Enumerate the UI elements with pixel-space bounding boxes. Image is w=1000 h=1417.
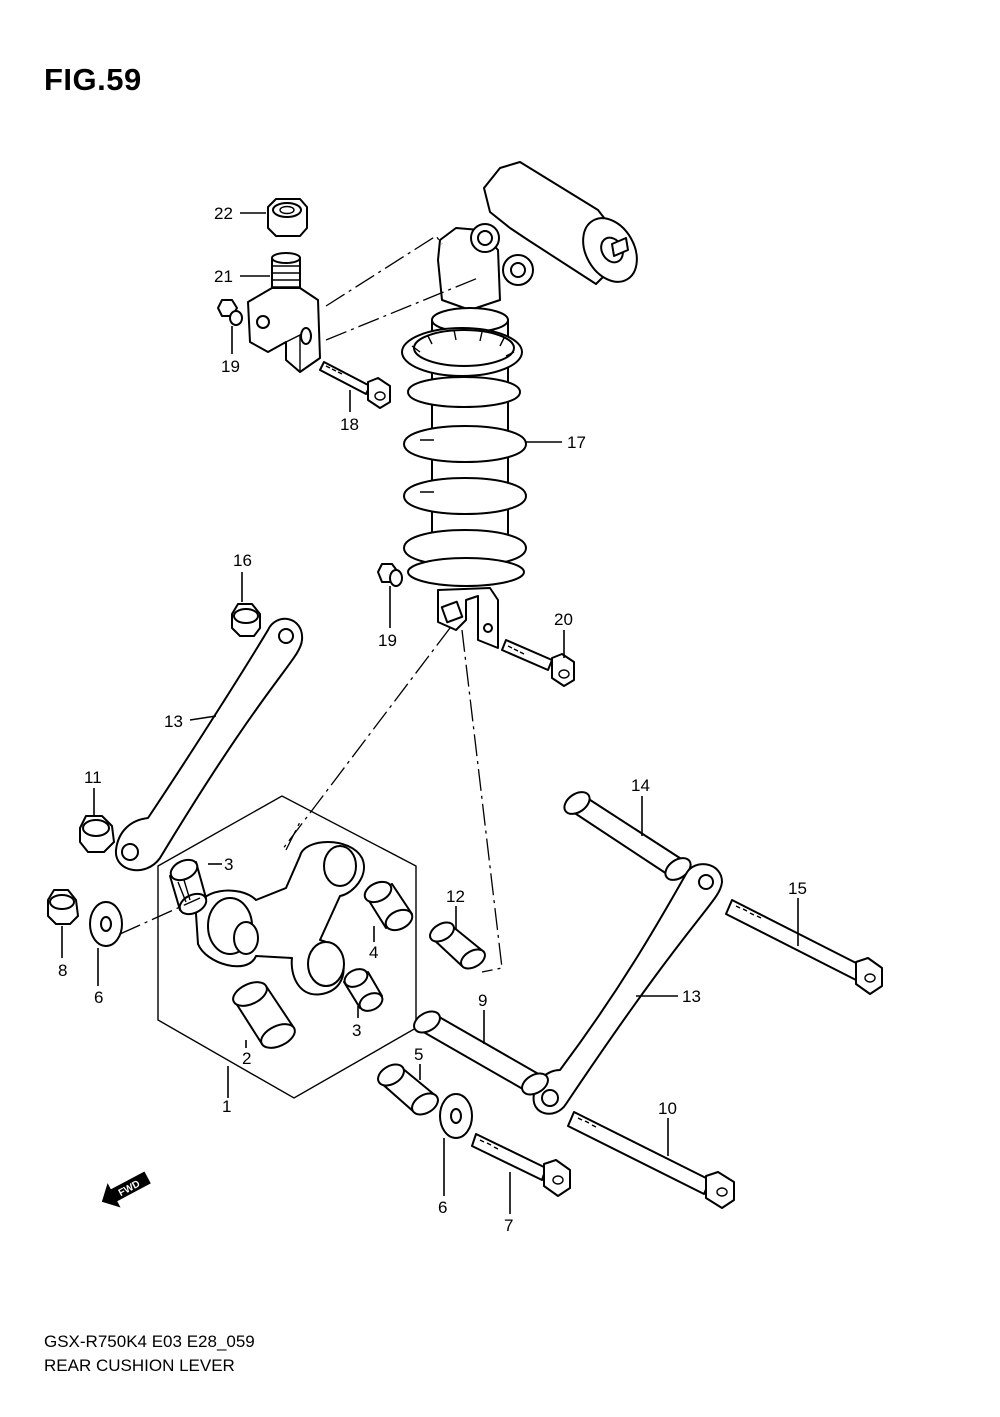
callout-17: 17 — [567, 433, 586, 452]
callout-20: 20 — [554, 610, 573, 629]
callout-9: 9 — [478, 991, 487, 1010]
part-13-link-rod-left[interactable] — [114, 617, 304, 872]
part-19-bolt-upper[interactable] — [217, 299, 243, 326]
part-5-spacer[interactable] — [374, 1060, 441, 1119]
part-4-bearing[interactable] — [362, 878, 416, 934]
callout-14: 14 — [631, 776, 650, 795]
callout-21: 21 — [214, 267, 233, 286]
callout-8: 8 — [58, 961, 67, 980]
callout-3-upper: 3 — [224, 855, 233, 874]
fwd-arrow-icon: FWD — [101, 1171, 151, 1208]
callout-11: 11 — [84, 768, 102, 787]
figure-title: FIG.59 — [44, 62, 142, 97]
part-20-bolt[interactable] — [501, 639, 575, 687]
callout-4: 4 — [369, 943, 378, 962]
part-2-bearing[interactable] — [229, 977, 298, 1052]
callout-22: 22 — [214, 204, 233, 223]
model-code: GSX-R750K4 E03 E28_059 — [44, 1332, 255, 1351]
callout-19-upper: 19 — [221, 357, 240, 376]
part-17-rear-shock-absorber[interactable] — [401, 161, 648, 649]
assembly-lines — [119, 235, 503, 973]
part-8-nut[interactable] — [47, 889, 79, 925]
part-7-bolt[interactable] — [471, 1133, 571, 1197]
part-16-nut[interactable] — [231, 603, 261, 637]
part-10-bolt[interactable] — [567, 1111, 735, 1209]
callout-6-right: 6 — [438, 1198, 447, 1217]
callout-13-left: 13 — [164, 712, 183, 731]
part-13-link-rod-right[interactable] — [532, 863, 723, 1115]
part-3-bearing-upper[interactable] — [168, 856, 210, 918]
part-3-bearing-lower[interactable] — [342, 966, 386, 1015]
part-1-cushion-lever-assembly[interactable] — [157, 795, 417, 1099]
callout-6-left: 6 — [94, 988, 103, 1007]
part-19-bolt-lower[interactable] — [377, 563, 403, 587]
callout-13-right: 13 — [682, 987, 701, 1006]
callout-19-lower: 19 — [378, 631, 397, 650]
footer: GSX-R750K4 E03 E28_059 REAR CUSHION LEVE… — [44, 1330, 255, 1378]
part-6-washer-left[interactable] — [89, 901, 123, 947]
callout-3-lower: 3 — [352, 1021, 361, 1040]
callout-7: 7 — [504, 1216, 513, 1235]
part-18-bolt[interactable] — [319, 361, 391, 409]
callout-labels: 22 21 19 18 17 16 19 20 13 11 3 8 6 12 4… — [58, 204, 807, 1235]
part-14-spacer-tube[interactable] — [560, 788, 694, 885]
callout-10: 10 — [658, 1099, 677, 1118]
callout-12: 12 — [446, 887, 465, 906]
callout-5: 5 — [414, 1045, 423, 1064]
callout-15: 15 — [788, 879, 807, 898]
callout-2: 2 — [242, 1049, 251, 1068]
part-11-nut[interactable] — [79, 815, 115, 853]
callout-18: 18 — [340, 415, 359, 434]
part-9-spacer-tube[interactable] — [410, 1007, 551, 1099]
part-6-washer-right[interactable] — [439, 1093, 473, 1139]
callout-1: 1 — [222, 1097, 231, 1116]
callout-16: 16 — [233, 551, 252, 570]
diagram-caption: REAR CUSHION LEVER — [44, 1356, 235, 1375]
part-12-spacer[interactable] — [427, 919, 489, 973]
leader-lines — [61, 212, 799, 1214]
fwd-label: FWD — [117, 1179, 142, 1199]
part-15-bolt[interactable] — [725, 899, 883, 995]
part-22-nut[interactable] — [267, 198, 308, 237]
part-21-upper-mount-bracket[interactable] — [247, 252, 321, 373]
